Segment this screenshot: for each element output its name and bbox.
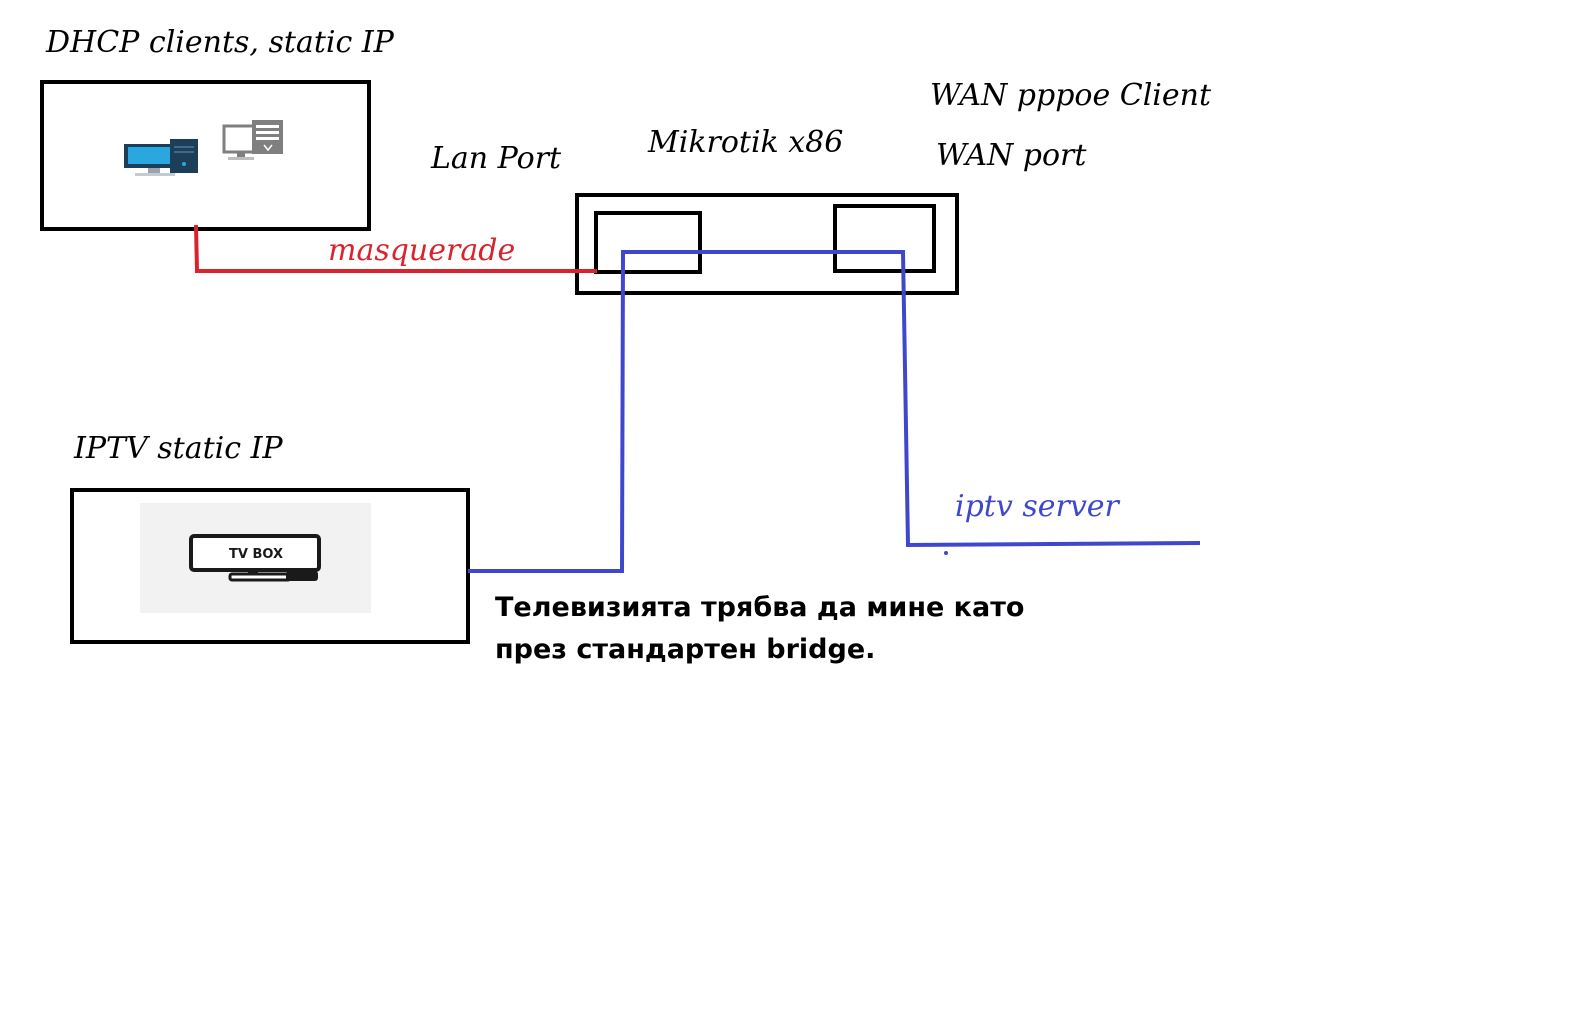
wan-port-label: WAN port <box>936 138 1087 173</box>
lan-masquerade-link <box>194 224 597 273</box>
lan-port-box <box>594 211 702 274</box>
iptv-bridge-link <box>468 250 1201 573</box>
link-dot <box>944 551 948 555</box>
bridge-note-line-2: през стандартен bridge. <box>495 634 876 665</box>
iptv-server-label: iptv server <box>955 489 1121 524</box>
iptv-box <box>70 488 470 644</box>
wan-port-box <box>833 204 936 273</box>
router-label: Mikrotik x86 <box>647 125 843 160</box>
iptv-static-label: IPTV static IP <box>73 431 283 466</box>
dhcp-clients-label: DHCP clients, static IP <box>45 25 395 60</box>
masquerade-label: masquerade <box>328 233 515 268</box>
bridge-note: Телевизията трябва да мине като през ста… <box>495 587 1055 671</box>
bridge-note-line-1: Телевизията трябва да мине като <box>495 592 1025 623</box>
lan-port-label: Lan Port <box>430 141 562 176</box>
wan-pppoe-label: WAN pppoe Client <box>930 78 1212 113</box>
server-computer-icon <box>222 120 283 160</box>
dhcp-clients-box <box>40 80 371 231</box>
tv-box-icon: TV BOX <box>140 503 371 613</box>
tv-box-label: TV BOX <box>229 547 283 562</box>
desktop-computer-icon <box>124 139 198 176</box>
mikrotik-router-box <box>575 193 959 295</box>
